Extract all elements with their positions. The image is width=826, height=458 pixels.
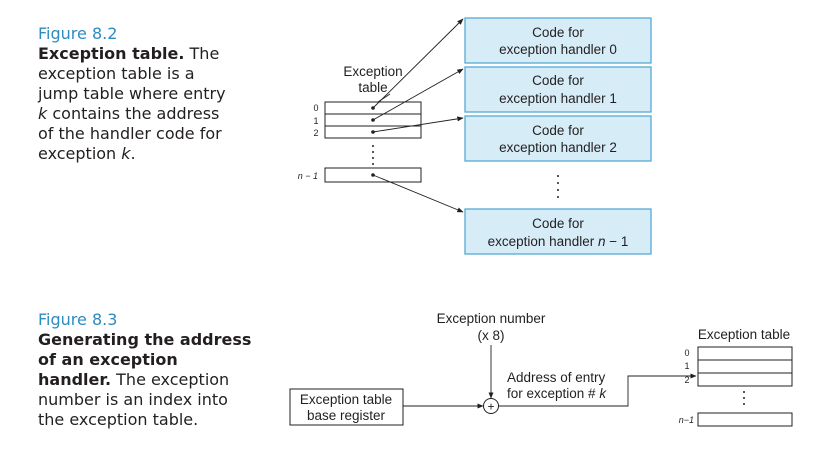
figure-8-2-caption: Figure 8.2 Exception table. The exceptio… xyxy=(38,24,238,164)
figure-8-2-title: Exception table. xyxy=(38,44,185,63)
table2-entry-1 xyxy=(697,359,793,374)
table-index-0: 0 xyxy=(313,103,318,113)
handler-0-line2: exception handler 0 xyxy=(499,42,617,57)
exception-number-scale: (x 8) xyxy=(478,328,505,343)
adder-to-table-arrow xyxy=(498,373,697,407)
handler-1-line2: exception handler 1 xyxy=(499,91,617,106)
figure-8-2-text-2: contains the address of the handler code… xyxy=(38,104,222,163)
exception-number-label: Exception number xyxy=(437,311,546,326)
handler-0-line1: Code for xyxy=(532,25,584,40)
figure-8-3-caption: Figure 8.3 Generating the address of an … xyxy=(38,310,253,430)
handler-1-line1: Code for xyxy=(532,73,584,88)
handler-last-line1: Code for xyxy=(532,216,584,231)
table2-entry-last xyxy=(697,412,793,427)
table2-index-2: 2 xyxy=(684,375,689,385)
figure-8-2-text-1: The exception table is a jump table wher… xyxy=(38,44,226,103)
address-label-line2: for exception # k xyxy=(507,386,607,401)
table2-entry-2 xyxy=(697,372,793,387)
address-label-line1: Address of entry xyxy=(507,370,606,385)
table-index-last: n − 1 xyxy=(298,171,318,181)
handler-2-line2: exception handler 2 xyxy=(499,140,617,155)
figure-8-2-var-k-2: k xyxy=(121,144,131,163)
table2-index-1: 1 xyxy=(684,361,689,371)
figure-8-3-title: Generating the address of an exception h… xyxy=(38,330,252,389)
figure-8-3-body: Generating the address of an exception h… xyxy=(38,330,251,429)
base-register-line2: base register xyxy=(307,408,386,423)
figure-8-2-body: Exception table. The exception table is … xyxy=(38,44,226,163)
base-register-line1: Exception table xyxy=(300,392,392,407)
adder-symbol: + xyxy=(487,400,494,414)
table-index-2: 2 xyxy=(313,128,318,138)
table-index-1: 1 xyxy=(313,116,318,126)
handler-vertical-ellipsis xyxy=(557,175,559,198)
table-vertical-ellipsis xyxy=(372,145,374,165)
handler-box-2 xyxy=(464,115,652,162)
exception-table-label-line2: table xyxy=(358,80,387,95)
table2-vertical-ellipsis xyxy=(743,391,745,405)
entry-pointers xyxy=(371,18,464,213)
handler-2-line1: Code for xyxy=(532,123,584,138)
handler-box-0 xyxy=(464,17,652,64)
handler-last-line2: exception handler n − 1 xyxy=(488,234,629,249)
figure-8-2-text-3: . xyxy=(130,144,136,163)
figure-8-3-label: Figure 8.3 xyxy=(38,310,118,329)
table2-entry-0 xyxy=(697,346,793,361)
figure-8-2-var-k-1: k xyxy=(38,104,48,123)
figure-8-3-text: The exception number is an index into th… xyxy=(38,370,230,429)
figure-8-2-label: Figure 8.2 xyxy=(38,24,118,43)
exception-table-label-line1: Exception xyxy=(343,64,402,79)
exception-table-title: Exception table xyxy=(698,327,790,342)
exception-table-diagram: Exception table 0 1 2 n − 1 Code for xyxy=(298,17,652,255)
base-register-box xyxy=(289,388,404,426)
table2-index-last: n−1 xyxy=(679,415,694,425)
table2-index-0: 0 xyxy=(684,348,689,358)
address-generation-diagram: Exception number (x 8) Exception table b… xyxy=(289,311,793,427)
handler-box-1 xyxy=(464,66,652,113)
handler-box-last xyxy=(464,208,652,255)
